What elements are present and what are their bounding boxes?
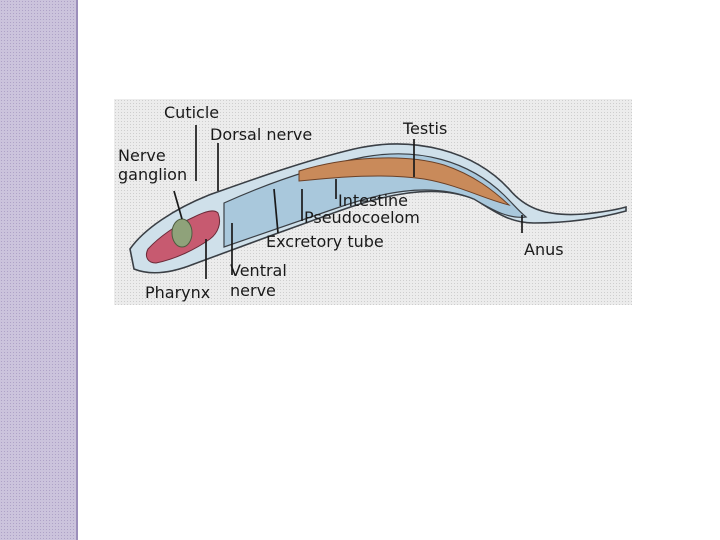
- label-dorsal-nerve: Dorsal nerve: [210, 125, 312, 144]
- label-nerve-ganglion-line2: ganglion: [118, 165, 187, 184]
- label-cuticle: Cuticle: [164, 103, 219, 122]
- label-ventral-nerve-line1: Ventral: [230, 261, 287, 280]
- label-excretory-tube: Excretory tube: [266, 232, 384, 251]
- nematode-diagram-panel: Cuticle Dorsal nerve Testis Nerve gangli…: [114, 99, 632, 305]
- label-pharynx: Pharynx: [145, 283, 210, 302]
- label-testis: Testis: [402, 119, 447, 138]
- label-nerve-ganglion-line1: Nerve: [118, 146, 166, 165]
- side-decoration-bar: [0, 0, 78, 540]
- intestine-shape: [298, 157, 511, 206]
- excretory-tube-pointer: [273, 188, 279, 234]
- worm-body: [129, 143, 627, 274]
- nematode-diagram: Cuticle Dorsal nerve Testis Nerve gangli…: [118, 103, 627, 302]
- nerve-ganglion-pointer: [173, 190, 183, 220]
- label-anus: Anus: [524, 240, 564, 259]
- label-pseudocoelom: Pseudocoelom: [304, 208, 420, 227]
- nerve-ganglion-shape: [171, 218, 193, 248]
- label-intestine: Intestine: [338, 191, 408, 210]
- label-ventral-nerve-line2: nerve: [230, 281, 276, 300]
